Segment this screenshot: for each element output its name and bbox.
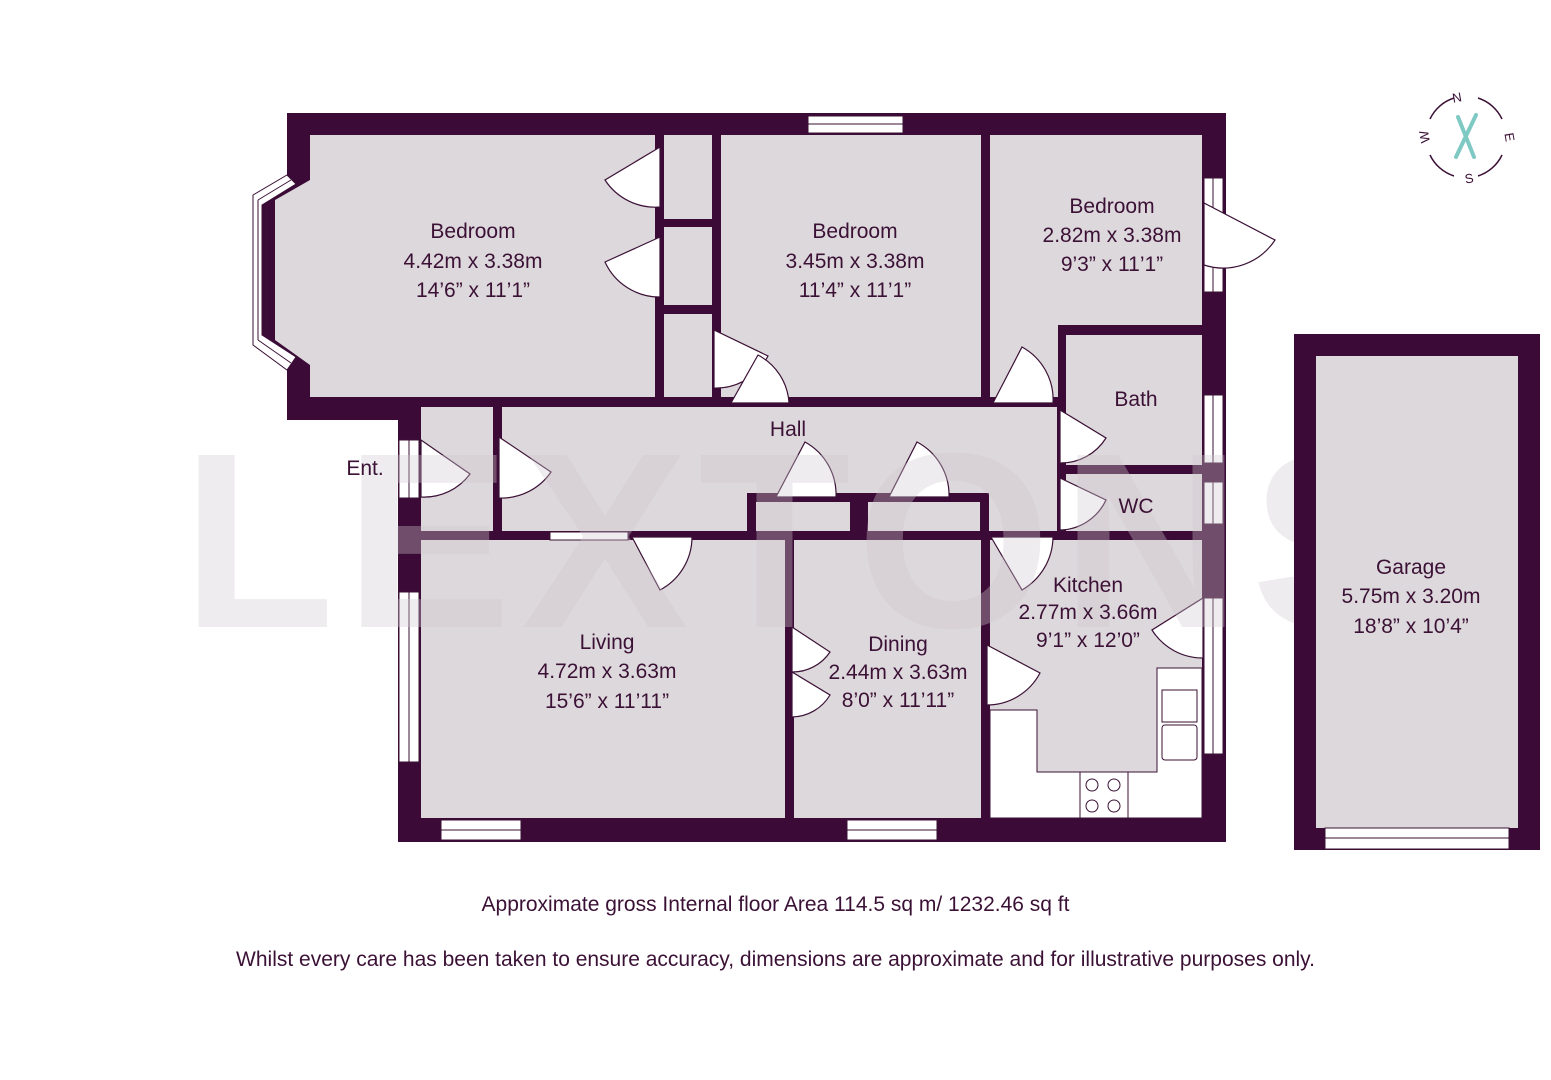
garage	[1294, 334, 1540, 850]
room-labels: Bedroom 4.42m x 3.38m 14’6” x 11’1” Bedr…	[346, 195, 1480, 713]
hall-cupboard-2	[868, 502, 980, 531]
bedroom3-metric: 2.82m x 3.38m	[1043, 224, 1182, 247]
disclaimer-text: Whilst every care has been taken to ensu…	[236, 948, 1315, 971]
dining-floor	[794, 540, 981, 818]
hall-cupboard-walls	[747, 493, 989, 531]
kitchen-name: Kitchen	[1053, 574, 1123, 597]
bay-window	[252, 174, 297, 371]
compass-logo-icon	[1454, 113, 1478, 159]
compass-n: N	[1451, 89, 1463, 105]
living-metric: 4.72m x 3.63m	[538, 660, 677, 683]
kitchen-imperial: 9’1” x 12’0”	[1036, 629, 1140, 652]
bedroom1-metric: 4.42m x 3.38m	[404, 250, 543, 273]
floor-area-text: Approximate gross Internal floor Area 11…	[481, 893, 1070, 916]
bedroom2-metric: 3.45m x 3.38m	[786, 250, 925, 273]
dining-metric: 2.44m x 3.63m	[829, 661, 968, 684]
watermark: LEXTONS	[182, 401, 1428, 680]
drainer	[1161, 689, 1198, 723]
bedroom1-floor	[275, 135, 655, 397]
garage-name: Garage	[1376, 556, 1446, 579]
wc-name: WC	[1119, 495, 1154, 518]
garage-imperial: 18’8” x 10’4”	[1353, 615, 1469, 638]
bedroom3-imperial: 9’3” x 11’1”	[1061, 253, 1163, 276]
room-floors	[275, 135, 1202, 818]
garage-metric: 5.75m x 3.20m	[1342, 585, 1481, 608]
sink	[1161, 724, 1198, 761]
bath-name: Bath	[1114, 388, 1157, 411]
bedroom1-imperial: 14’6” x 11’1”	[416, 279, 530, 302]
doors	[420, 145, 1276, 718]
living-imperial: 15’6” x 11’11”	[545, 690, 669, 713]
living-floor	[421, 540, 785, 818]
bedroom1-name: Bedroom	[430, 220, 515, 243]
bedroom2-imperial: 11’4” x 11’1”	[799, 279, 911, 302]
compass-s: S	[1464, 170, 1475, 186]
garage-floor	[1316, 356, 1518, 828]
living-opening	[549, 531, 629, 541]
wardrobe-1	[664, 135, 712, 219]
bedroom3-floor	[990, 135, 1202, 325]
entrance-name: Ent.	[346, 457, 383, 480]
hall-name: Hall	[770, 418, 806, 441]
dining-name: Dining	[868, 633, 928, 656]
wardrobe-2	[664, 227, 712, 305]
bedroom3-name: Bedroom	[1069, 195, 1154, 218]
hall-cupboard-1	[756, 502, 850, 531]
living-name: Living	[580, 631, 635, 654]
kitchen-metric: 2.77m x 3.66m	[1019, 601, 1158, 624]
compass: N E S W	[1416, 89, 1518, 186]
dining-imperial: 8’0” x 11’11”	[842, 689, 954, 712]
compass-w: W	[1416, 129, 1433, 144]
wardrobe-3	[664, 314, 712, 397]
compass-e: E	[1501, 132, 1517, 143]
bedroom2-name: Bedroom	[812, 220, 897, 243]
kitchen-units	[989, 667, 1203, 819]
hob	[1079, 771, 1129, 819]
bedroom2-floor	[721, 135, 981, 397]
